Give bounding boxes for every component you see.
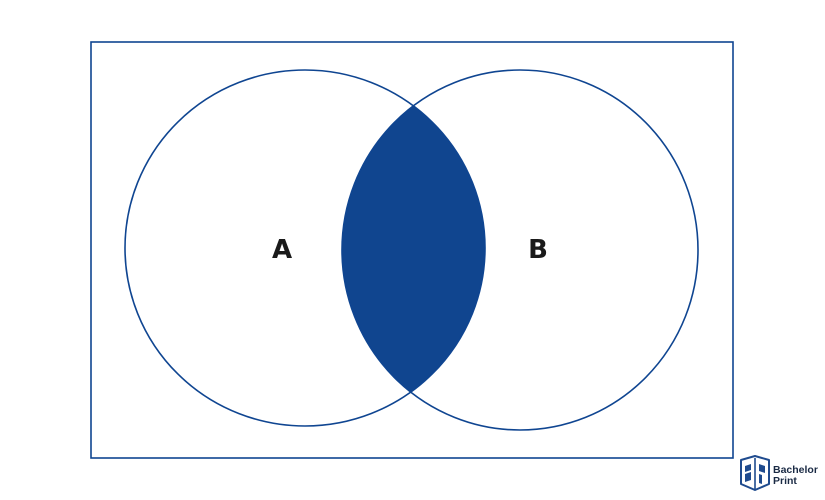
brand-name-line2: Print <box>773 475 797 487</box>
set-b-circle <box>341 69 699 431</box>
set-a-label: A <box>272 235 292 265</box>
brand-name-line1: Bachelor <box>773 464 818 476</box>
set-b-label: B <box>528 235 548 265</box>
intersection-region <box>342 70 485 426</box>
book-icon <box>740 455 770 491</box>
set-a-circle <box>124 69 486 427</box>
brand-logo: Bachelor Print <box>740 455 818 491</box>
universe-rectangle <box>90 41 734 459</box>
